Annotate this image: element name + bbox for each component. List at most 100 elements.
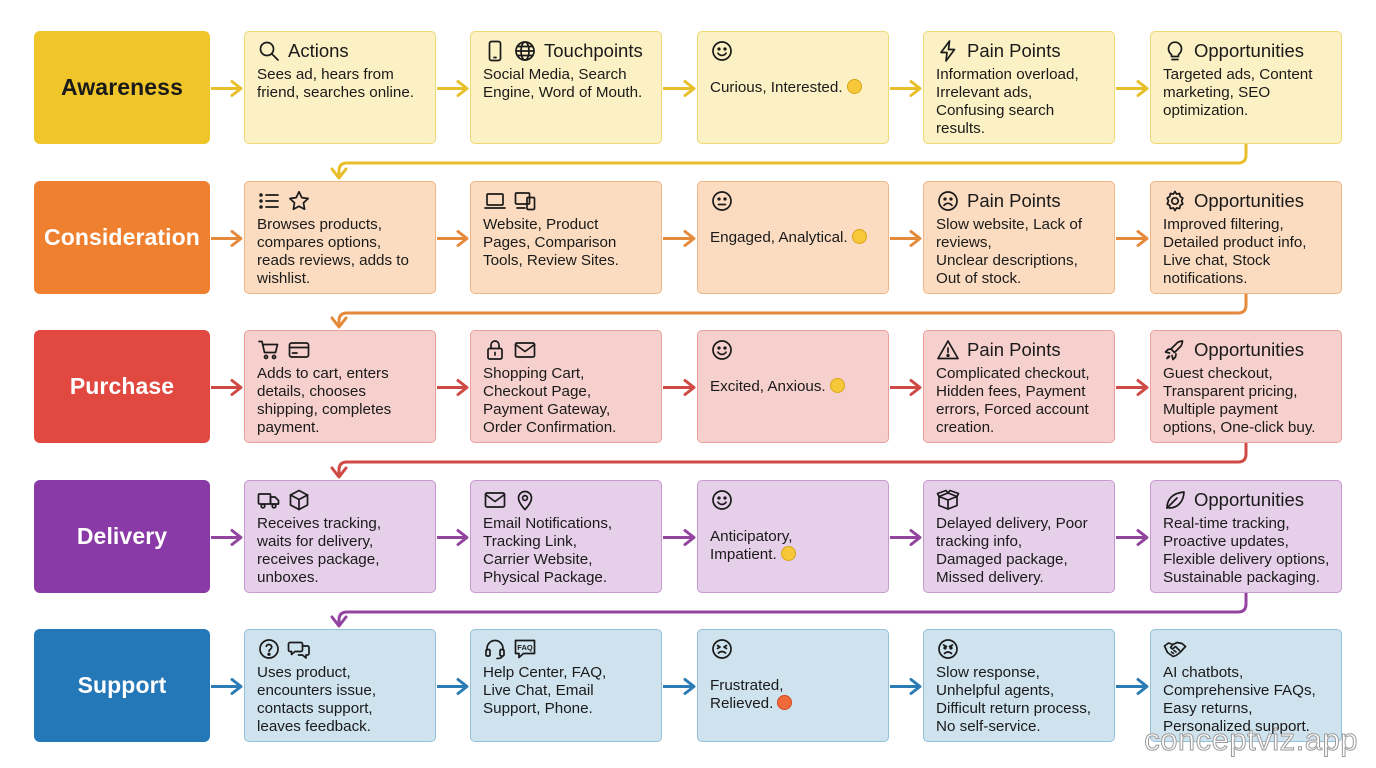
list-icon xyxy=(257,189,281,213)
card-header xyxy=(483,189,651,213)
emotion-emoji-icon xyxy=(777,695,793,710)
card-header: Touchpoints xyxy=(483,39,651,63)
support-opportunities-card: AI chatbots, Comprehensive FAQs, Easy re… xyxy=(1150,629,1342,742)
card-header xyxy=(710,637,878,661)
handshake-icon xyxy=(1163,637,1187,661)
row-connector-arrow xyxy=(337,593,1248,626)
card-text: Curious, Interested. xyxy=(710,79,878,97)
card-text: AI chatbots, Comprehensive FAQs, Easy re… xyxy=(1163,664,1331,736)
neutral-face-icon xyxy=(710,189,734,213)
delivery-touchpoints-card: Email Notifications, Tracking Link, Carr… xyxy=(470,480,662,593)
support-pain-points-card: Slow response, Unhelpful agents, Difficu… xyxy=(923,629,1115,742)
consideration-emotions-card: Engaged, Analytical. xyxy=(697,181,889,294)
card-text: Improved filtering, Detailed product inf… xyxy=(1163,216,1331,288)
gear-icon xyxy=(1163,189,1187,213)
card-header xyxy=(936,488,1104,512)
card-header xyxy=(257,488,425,512)
delivery-pain-points-card: Delayed delivery, Poor tracking info, Da… xyxy=(923,480,1115,593)
card-header xyxy=(710,189,878,213)
card-text-content: Website, Product Pages, Comparison Tools… xyxy=(483,216,619,269)
mail-icon xyxy=(513,338,537,362)
smile-icon xyxy=(710,39,734,63)
row-connector-arrow xyxy=(337,294,1248,327)
card-header: Opportunities xyxy=(1163,39,1331,63)
card-text-content: Excited, Anxious. xyxy=(710,378,826,395)
card-title: Opportunities xyxy=(1194,40,1305,61)
row-connector-arrow xyxy=(337,443,1248,477)
smartphone-icon xyxy=(483,39,507,63)
card-title: Pain Points xyxy=(967,190,1061,211)
consideration-touchpoints-card: Website, Product Pages, Comparison Tools… xyxy=(470,181,662,294)
card-text-content: Real-time tracking, Proactive updates, F… xyxy=(1163,515,1330,586)
card-text: Help Center, FAQ, Live Chat, Email Suppo… xyxy=(483,664,651,718)
card-header: FAQ xyxy=(483,637,651,661)
card-text: Receives tracking, waits for delivery, r… xyxy=(257,515,425,587)
warning-icon xyxy=(936,338,960,362)
devices-icon xyxy=(513,189,537,213)
card-header: Actions xyxy=(257,39,425,63)
card-header: Opportunities xyxy=(1163,338,1331,362)
card-text-content: Frustrated, Relieved. xyxy=(710,677,784,712)
emotion-emoji-icon xyxy=(829,378,845,393)
watermark: conceptviz.app xyxy=(1144,722,1358,758)
stage-consideration: Consideration xyxy=(34,181,210,294)
stage-label: Consideration xyxy=(44,224,200,250)
laptop-icon xyxy=(483,189,507,213)
card-text-content: Sees ad, hears from friend, searches onl… xyxy=(257,66,415,101)
card-text-content: Shopping Cart, Checkout Page, Payment Ga… xyxy=(483,365,617,436)
card-header xyxy=(1163,637,1331,661)
star-icon xyxy=(287,189,311,213)
card-header xyxy=(936,637,1104,661)
card-text-content: Slow website, Lack of reviews, Unclear d… xyxy=(936,216,1083,287)
smile-icon xyxy=(710,488,734,512)
leaf-icon xyxy=(1163,488,1187,512)
card-text-content: Complicated checkout, Hidden fees, Payme… xyxy=(936,365,1090,436)
card-text-content: Adds to cart, enters details, chooses sh… xyxy=(257,365,392,436)
card-text: Delayed delivery, Poor tracking info, Da… xyxy=(936,515,1104,587)
stage-label: Awareness xyxy=(61,74,183,100)
card-text-content: Receives tracking, waits for delivery, r… xyxy=(257,515,382,586)
stage-label: Purchase xyxy=(69,373,175,399)
lock-icon xyxy=(483,338,507,362)
credit-card-icon xyxy=(287,338,311,362)
consideration-actions-card: Browses products, compares options, read… xyxy=(244,181,436,294)
location-pin-icon xyxy=(513,488,537,512)
stage-delivery: Delivery xyxy=(34,480,210,593)
cart-icon xyxy=(257,338,281,362)
card-text: Engaged, Analytical. xyxy=(710,229,878,247)
card-text: Real-time tracking, Proactive updates, F… xyxy=(1163,515,1331,587)
help-circle-icon xyxy=(257,637,281,661)
card-text-content: Browses products, compares options, read… xyxy=(257,216,409,287)
globe-icon xyxy=(513,39,537,63)
card-header: Opportunities xyxy=(1163,189,1331,213)
card-text: Guest checkout, Transparent pricing, Mul… xyxy=(1163,365,1331,437)
stage-label: Delivery xyxy=(76,523,168,549)
card-text: Shopping Cart, Checkout Page, Payment Ga… xyxy=(483,365,651,437)
mail-icon xyxy=(483,488,507,512)
card-text: Frustrated, Relieved. xyxy=(710,677,878,713)
card-title: Opportunities xyxy=(1194,190,1305,211)
row-connector-arrow xyxy=(337,144,1248,178)
card-header xyxy=(710,338,878,362)
upset-face-icon xyxy=(936,637,960,661)
card-text: Email Notifications, Tracking Link, Carr… xyxy=(483,515,651,587)
card-title: Touchpoints xyxy=(544,40,643,61)
card-header: Pain Points xyxy=(936,189,1104,213)
card-text: Browses products, compares options, read… xyxy=(257,216,425,288)
purchase-touchpoints-card: Shopping Cart, Checkout Page, Payment Ga… xyxy=(470,330,662,443)
card-text: Sees ad, hears from friend, searches onl… xyxy=(257,66,425,102)
package-icon xyxy=(287,488,311,512)
delivery-actions-card: Receives tracking, waits for delivery, r… xyxy=(244,480,436,593)
card-header: Pain Points xyxy=(936,338,1104,362)
card-title: Pain Points xyxy=(967,40,1061,61)
tired-face-icon xyxy=(710,637,734,661)
card-text-content: AI chatbots, Comprehensive FAQs, Easy re… xyxy=(1163,664,1316,735)
chat-bubbles-icon xyxy=(287,637,311,661)
card-text: Anticipatory, Impatient. xyxy=(710,528,878,564)
search-icon xyxy=(257,39,281,63)
